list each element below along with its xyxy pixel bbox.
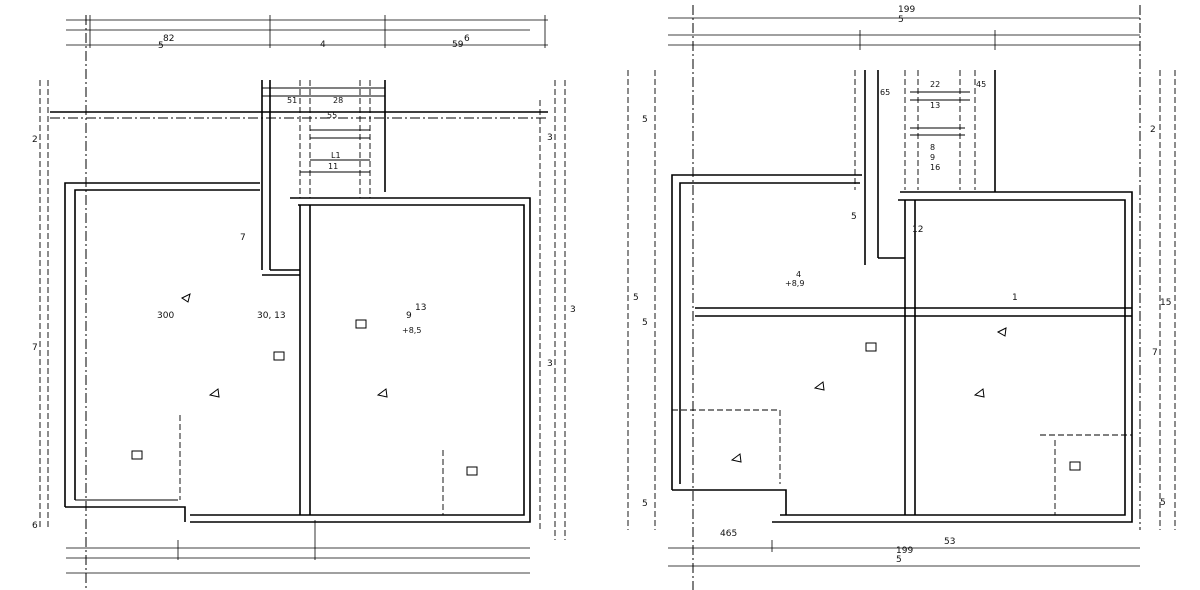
right-right-dim-4: 5: [1160, 498, 1166, 508]
right-top-dimension-lines: [668, 17, 1140, 50]
right-bottom-dim-3: 199: [896, 546, 913, 556]
left-top-dim-4: 59: [452, 40, 464, 50]
left-side-dim-3: 6: [32, 521, 38, 531]
left-room-markers: [131, 293, 478, 476]
right-room-label-4: 1: [1012, 293, 1018, 303]
left-top-dim-1: 82: [163, 34, 174, 44]
left-stair-label-2: 28: [333, 96, 343, 105]
right-stair-label-2: 22: [930, 80, 940, 89]
left-room-label-6: 7: [240, 233, 246, 243]
right-right-dimension-lines: [1139, 5, 1176, 530]
right-right-dim-3: 7: [1152, 348, 1158, 358]
right-left-dim-1: 5: [642, 115, 648, 125]
right-walls: [671, 70, 1133, 523]
right-right-dim-2: 15: [1160, 298, 1171, 308]
right-left-dimension-lines: [627, 5, 694, 590]
right-right-dim-1: 2: [1150, 125, 1156, 135]
right-left-dim-4: 5: [642, 499, 648, 509]
left-top-dim-2: 5: [158, 41, 164, 51]
left-top-dim-5: 6: [464, 34, 470, 44]
right-bottom-dim-1: 465: [720, 529, 737, 539]
right-left-dim-3: 5: [642, 318, 648, 328]
left-room-label-3: 9: [406, 311, 412, 321]
left-right-dim-1: 3: [547, 133, 553, 143]
right-bottom-dim-4: 5: [896, 555, 902, 565]
right-stair-label-1: 65: [880, 88, 890, 97]
right-room-label-2: 4: [796, 270, 801, 279]
right-side-dimension-lines: [539, 80, 566, 540]
right-bottom-dimension-lines: [668, 540, 1140, 567]
left-walls: [64, 80, 531, 523]
left-room-label-1: 300: [157, 311, 174, 321]
left-top-dimension-lines: [66, 15, 548, 48]
left-stair-label-1: 51: [287, 96, 297, 105]
left-top-dim-3: 4: [320, 40, 326, 50]
right-stair-label-3: 45: [976, 80, 986, 89]
right-stair-label-6: 9: [930, 153, 935, 162]
left-stair-label-3: 55: [327, 111, 337, 120]
right-room-label-1: +8,9: [785, 279, 804, 288]
left-right-dim-3: 3: [547, 359, 553, 369]
left-bottom-dimension-lines: [66, 520, 530, 574]
right-top-dim-1: 199: [898, 5, 915, 15]
left-room-label-4: +8,5: [402, 326, 421, 335]
left-stair-label-4: L1: [331, 151, 341, 160]
right-room-label-3: 5: [851, 212, 857, 222]
left-staircase: [262, 80, 385, 198]
right-floor-plan: 199 5 5 5 5 5 2 15 7 5: [627, 5, 1176, 590]
left-side-dim-2: 7: [32, 343, 38, 353]
left-right-dim-2: 3: [570, 305, 576, 315]
right-stair-label-7: 16: [930, 163, 940, 172]
left-floor-plan: 82 5 4 59 6 2 7 6 3 3 3: [32, 15, 576, 590]
right-staircase: [854, 70, 976, 190]
right-stair-label-5: 8: [930, 143, 935, 152]
right-top-dim-2: 5: [898, 15, 904, 25]
right-bottom-dim-2: 53: [944, 537, 955, 547]
left-side-dimension-lines: [39, 15, 87, 590]
left-room-label-2: 30, 13: [257, 311, 286, 321]
left-stair-label-5: 11: [328, 162, 338, 171]
left-side-dim-1: 2: [32, 135, 38, 145]
right-left-dim-2: 5: [633, 293, 639, 303]
left-room-label-5: 13: [415, 303, 426, 313]
right-room-markers: [730, 327, 1081, 471]
right-stair-label-4: 13: [930, 101, 940, 110]
right-room-label-5: 12: [912, 225, 923, 235]
